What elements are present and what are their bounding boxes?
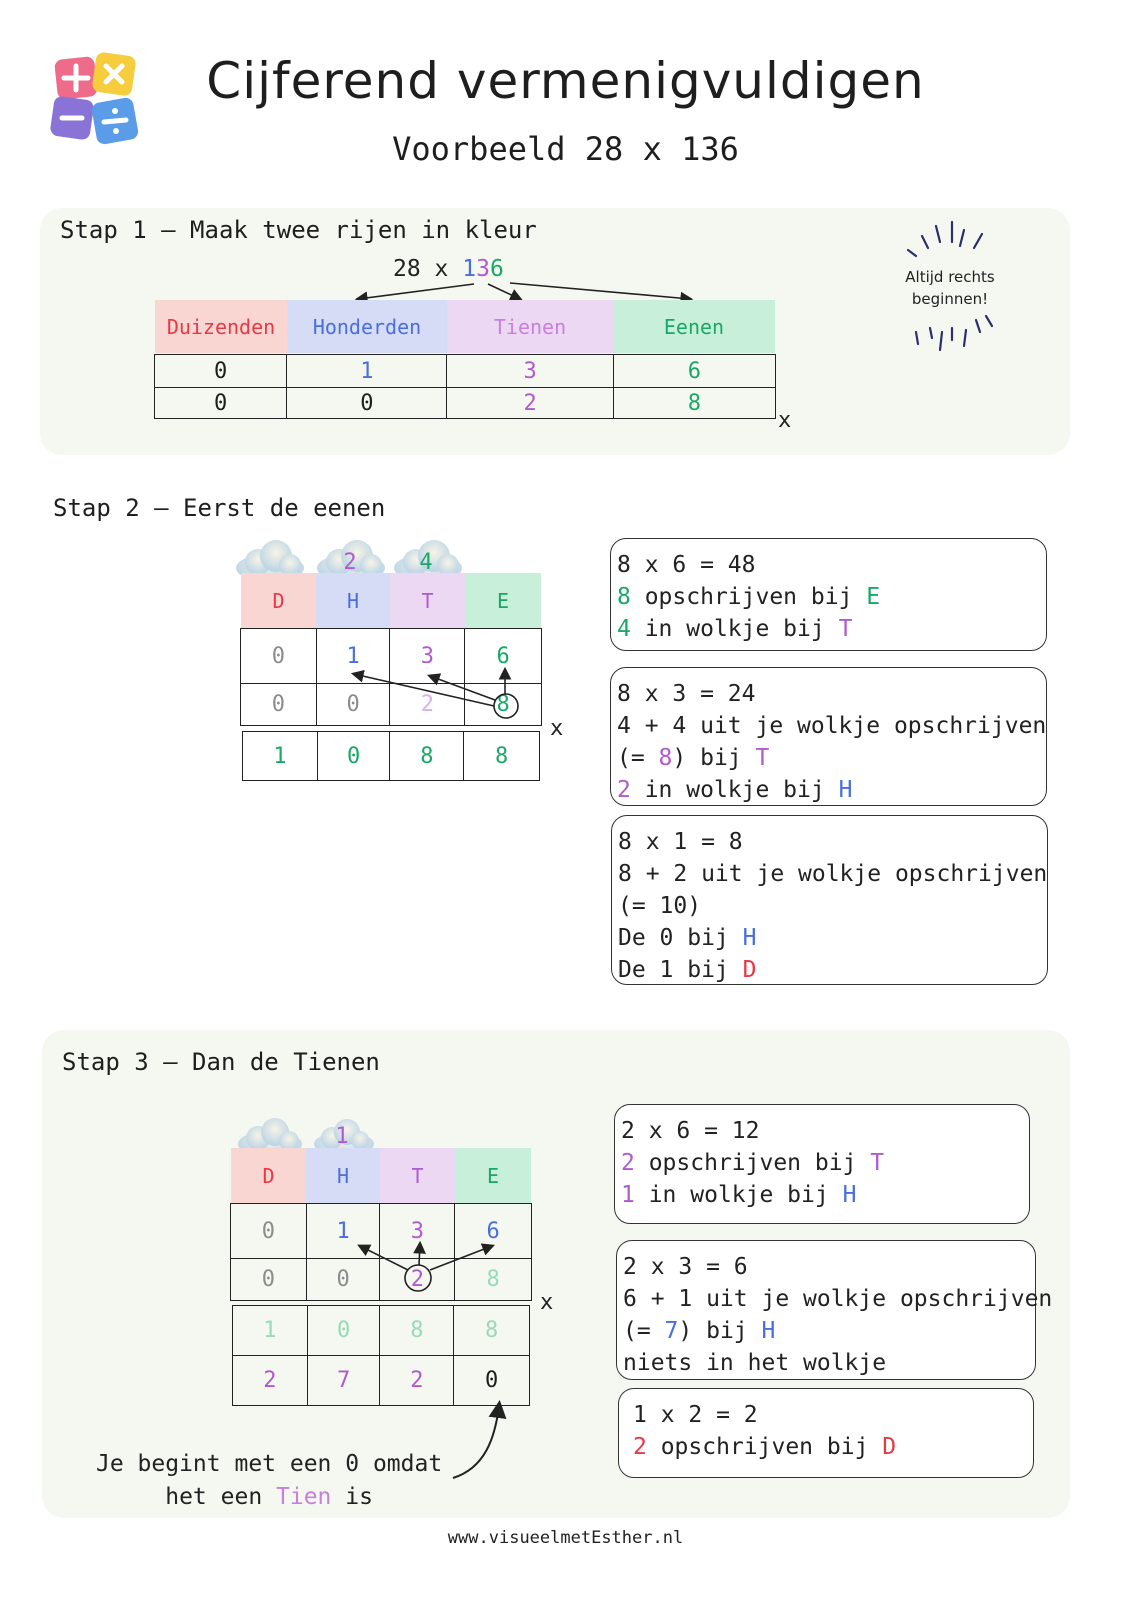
cell: 8 <box>612 387 777 419</box>
step2-result: 1 0 8 8 <box>242 731 540 781</box>
cell: 8 <box>453 1305 530 1356</box>
cell: 3 <box>446 354 614 388</box>
header-eenen: Eenen <box>613 300 775 353</box>
step3-result: 1 0 8 8 2 7 2 0 <box>232 1305 530 1406</box>
step2-explain-1: 8 x 6 = 48 8 opschrijven bij E 4 in wolk… <box>610 538 1047 651</box>
header-duizenden: Duizenden <box>155 300 287 353</box>
step2-grid: 0 1 3 6 0 0 2 8 <box>240 628 542 726</box>
cell: 2 <box>379 1355 455 1406</box>
cell: 8 <box>464 683 542 726</box>
cell: 0 <box>316 731 391 781</box>
cell: 8 <box>463 731 540 781</box>
cloud-number: 4 <box>419 550 433 575</box>
header-honderden: Honderden <box>287 300 447 353</box>
header-t: T <box>380 1148 455 1203</box>
step2-explain-2: 8 x 3 = 24 4 + 4 uit je wolkje opschrijv… <box>610 667 1047 806</box>
step1-arrows <box>354 282 694 305</box>
cell: 0 <box>153 354 288 388</box>
cell: 1 <box>232 1305 308 1356</box>
step3-title: Stap 3 — Dan de Tienen <box>62 1048 380 1076</box>
multiply-sign: x <box>550 716 564 741</box>
footer-url: www.visueelmetEsther.nl <box>447 1528 684 1548</box>
step3-explain-3: 1 x 2 = 2 2 opschrijven bij D <box>618 1388 1034 1478</box>
cell: 2 <box>232 1355 308 1406</box>
page-subtitle: Voorbeeld 28 x 136 <box>392 130 739 168</box>
step2-title: Stap 2 — Eerst de eenen <box>53 494 386 522</box>
page-title: Cijferend vermenigvuldigen <box>206 52 925 110</box>
header-tienen: Tienen <box>447 300 613 353</box>
header-d: D <box>241 573 316 628</box>
cell: 2 <box>446 387 614 419</box>
sparkle-icon <box>906 220 994 352</box>
cloud-number: 2 <box>343 550 357 575</box>
step1-grid: 0 1 3 6 0 0 2 8 <box>153 354 777 419</box>
step3-note: Je begint met een 0 omdat het een Tien i… <box>96 1451 443 1510</box>
step1-title: Stap 1 — Maak twee rijen in kleur <box>60 216 537 244</box>
curved-arrow-icon <box>452 1400 507 1479</box>
header-d: D <box>231 1148 306 1203</box>
cell: 6 <box>612 354 777 388</box>
cell: 0 <box>305 1258 381 1301</box>
cell: 0 <box>306 1305 381 1356</box>
cell: 1 <box>242 731 318 781</box>
step2-arrows <box>350 666 519 719</box>
step3-explain-1: 2 x 6 = 12 2 opschrijven bij T 1 in wolk… <box>614 1104 1030 1224</box>
step1-expression: 28 x 136 <box>393 256 504 282</box>
cell: 8 <box>454 1258 532 1301</box>
multiply-sign: x <box>778 408 792 433</box>
header-e: E <box>465 573 541 628</box>
cell: 0 <box>153 387 288 419</box>
cell: 7 <box>306 1355 381 1406</box>
math-symbols-logo <box>50 52 139 145</box>
cell: 0 <box>240 683 317 726</box>
cell: 8 <box>379 1305 455 1356</box>
header-e: E <box>455 1148 531 1203</box>
step3-grid: 0 1 3 6 0 0 2 8 <box>230 1203 532 1301</box>
step3-explain-2: 2 x 3 = 6 6 + 1 uit je wolkje opschrijve… <box>616 1240 1052 1380</box>
header-t: T <box>390 573 465 628</box>
cell: 8 <box>389 731 465 781</box>
step3-arrows <box>357 1240 495 1292</box>
cell: 0 <box>286 387 448 419</box>
hint-text: Altijd rechts beginnen! <box>905 268 995 308</box>
cell: 1 <box>286 354 448 388</box>
cell: 3 <box>389 628 466 684</box>
cloud-number: 1 <box>335 1124 349 1149</box>
header-h: H <box>306 1148 380 1203</box>
step2-explain-3: 8 x 1 = 8 8 + 2 uit je wolkje opschrijve… <box>611 815 1048 985</box>
cell: 0 <box>230 1258 307 1301</box>
header-h: H <box>316 573 390 628</box>
multiply-sign: x <box>540 1290 554 1315</box>
cell: 0 <box>315 683 391 726</box>
cell: 0 <box>230 1203 307 1259</box>
cell: 0 <box>240 628 317 684</box>
cell: 0 <box>453 1355 530 1406</box>
cell: 6 <box>454 1203 532 1259</box>
